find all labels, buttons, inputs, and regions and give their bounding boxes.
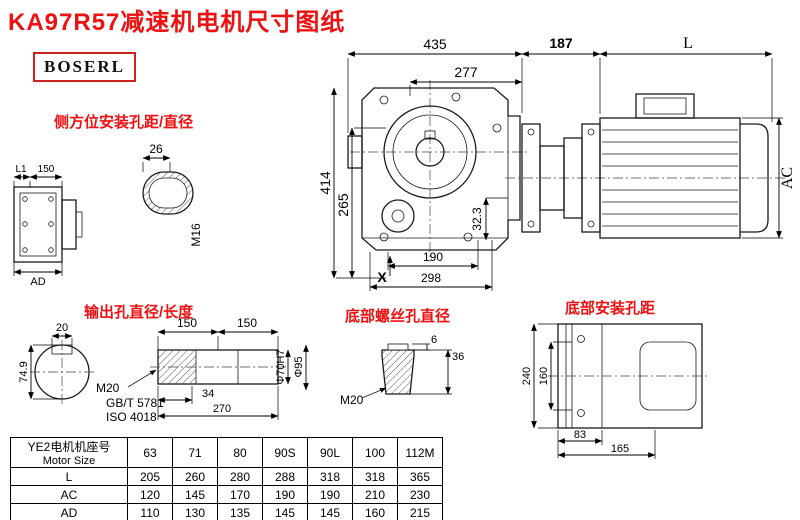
table-row-L: L 205 260 280 288 318 318 365 <box>10 467 443 486</box>
output-view: 20 74.9 150 150 M20 GB/T 5781 ISO 4018 3… <box>18 316 309 424</box>
table-cell: 190 <box>262 485 308 504</box>
std-iso-label: ISO 4018 <box>106 410 157 424</box>
bottom-screw-view: 6 36 M20 <box>340 334 464 407</box>
table-cell: 130 <box>172 503 218 520</box>
table-cell: 135 <box>217 503 263 520</box>
fan-cowl <box>740 123 769 233</box>
label-bottom-mount: 底部安装孔距 <box>565 300 656 317</box>
dim-187-label: 187 <box>549 35 573 51</box>
dim-190-label: 190 <box>423 250 443 264</box>
dim-240-label: 240 <box>521 367 533 385</box>
dim-26-label: 26 <box>149 142 163 156</box>
table-cell: 145 <box>307 503 353 520</box>
dim-150-right-label: 150 <box>237 316 257 330</box>
table-cell: 210 <box>352 485 398 504</box>
dim-L-label: L <box>683 35 693 52</box>
shaft-hole-view: 26 M16 <box>142 142 203 247</box>
dim-36-label: 36 <box>452 351 464 363</box>
table-cell: 318 <box>352 467 398 486</box>
bottom-mount-view: 240 160 83 165 <box>521 323 710 459</box>
label-output-hole: 输出孔直径/长度 <box>84 304 194 321</box>
std-gb-label: GB/T 5781 <box>106 396 164 410</box>
table-cell: 120 <box>127 485 173 504</box>
table-cell: 170 <box>217 485 263 504</box>
label-side-mount: 侧方位安装孔距/直径 <box>54 114 194 131</box>
table-cell: 160 <box>352 503 398 520</box>
dim-270-label: 270 <box>213 403 231 415</box>
motor-view: 187 L AC <box>505 35 796 239</box>
table-header-row: YE2电机机座号 Motor Size 63 71 80 90S 90L 100… <box>10 437 443 468</box>
input-flange-circle <box>383 105 477 199</box>
dim-150-left-label: 150 <box>177 316 197 330</box>
table-size-cell: 63 <box>127 437 173 468</box>
dim-34-label: 34 <box>202 388 214 400</box>
table-cell: 280 <box>217 467 263 486</box>
table-cell: 260 <box>172 467 218 486</box>
table-cell: 215 <box>397 503 443 520</box>
table-row-label: L <box>10 467 128 486</box>
dim-414-label: 414 <box>317 171 333 195</box>
table-cell: 318 <box>307 467 353 486</box>
dim-AC-label: AC <box>779 167 796 189</box>
screw-plug <box>381 349 415 395</box>
table-row-AD: AD 110 130 135 145 145 160 215 <box>10 503 443 520</box>
dim-phi70-label: Φ70H7 <box>275 349 287 384</box>
table-row-label: AC <box>10 485 128 504</box>
main-view: 435 277 414 265 190 298 32.3 X <box>317 36 530 291</box>
table-cell: 288 <box>262 467 308 486</box>
dim-265-label: 265 <box>335 193 351 217</box>
label-x: X <box>377 269 387 285</box>
dim-l1-label: L1 <box>15 164 27 175</box>
table-header-en: Motor Size <box>42 455 96 467</box>
brand-logo: BOSERL <box>33 52 136 82</box>
dim-165-label: 165 <box>611 443 629 455</box>
table-cell: 145 <box>262 503 308 520</box>
table-size-cell: 90L <box>307 437 353 468</box>
table-cell: 230 <box>397 485 443 504</box>
table-row-label: AD <box>10 503 128 520</box>
dim-83-label: 83 <box>574 429 586 441</box>
dim-ad-label: AD <box>30 276 45 288</box>
table-size-cell: 71 <box>172 437 218 468</box>
table-size-cell: 90S <box>262 437 308 468</box>
dim-160-label: 160 <box>538 367 550 385</box>
table-header-cell: YE2电机机座号 Motor Size <box>10 437 128 468</box>
dim-phi95-label: Φ95 <box>293 356 305 377</box>
table-cell: 145 <box>172 485 218 504</box>
table-cell: 365 <box>397 467 443 486</box>
dim-6-label: 6 <box>431 334 437 346</box>
dim-32-3-label: 32.3 <box>470 207 484 231</box>
terminal-box <box>635 93 695 119</box>
thread-m20-output-label: M20 <box>96 381 120 395</box>
table-row-AC: AC 120 145 170 190 190 210 230 <box>10 485 443 504</box>
dim-298-label: 298 <box>421 271 441 285</box>
table-size-cell: 80 <box>217 437 263 468</box>
thread-m20-screw-label: M20 <box>340 393 364 407</box>
dim-20-label: 20 <box>56 322 68 334</box>
page-title: KA97R57减速机电机尺寸图纸 <box>8 9 346 36</box>
output-boss <box>347 135 363 169</box>
side-view: L1 150 AD <box>13 164 83 288</box>
thread-m16-label: M16 <box>189 223 203 247</box>
table-cell: 110 <box>127 503 173 520</box>
table-header-cn: YE2电机机座号 <box>27 440 111 454</box>
table-cell: 190 <box>307 485 353 504</box>
dim-277-label: 277 <box>454 64 478 80</box>
table-cell: 205 <box>127 467 173 486</box>
table-size-cell: 112M <box>397 437 443 468</box>
motor-size-table: YE2电机机座号 Motor Size 63 71 80 90S 90L 100… <box>10 437 443 520</box>
dim-74-9-label: 74.9 <box>18 361 30 382</box>
dim-150-side-label: 150 <box>38 164 55 175</box>
label-bottom-screw: 底部螺丝孔直径 <box>345 308 451 325</box>
dim-435-label: 435 <box>423 36 447 52</box>
table-size-cell: 100 <box>352 437 398 468</box>
